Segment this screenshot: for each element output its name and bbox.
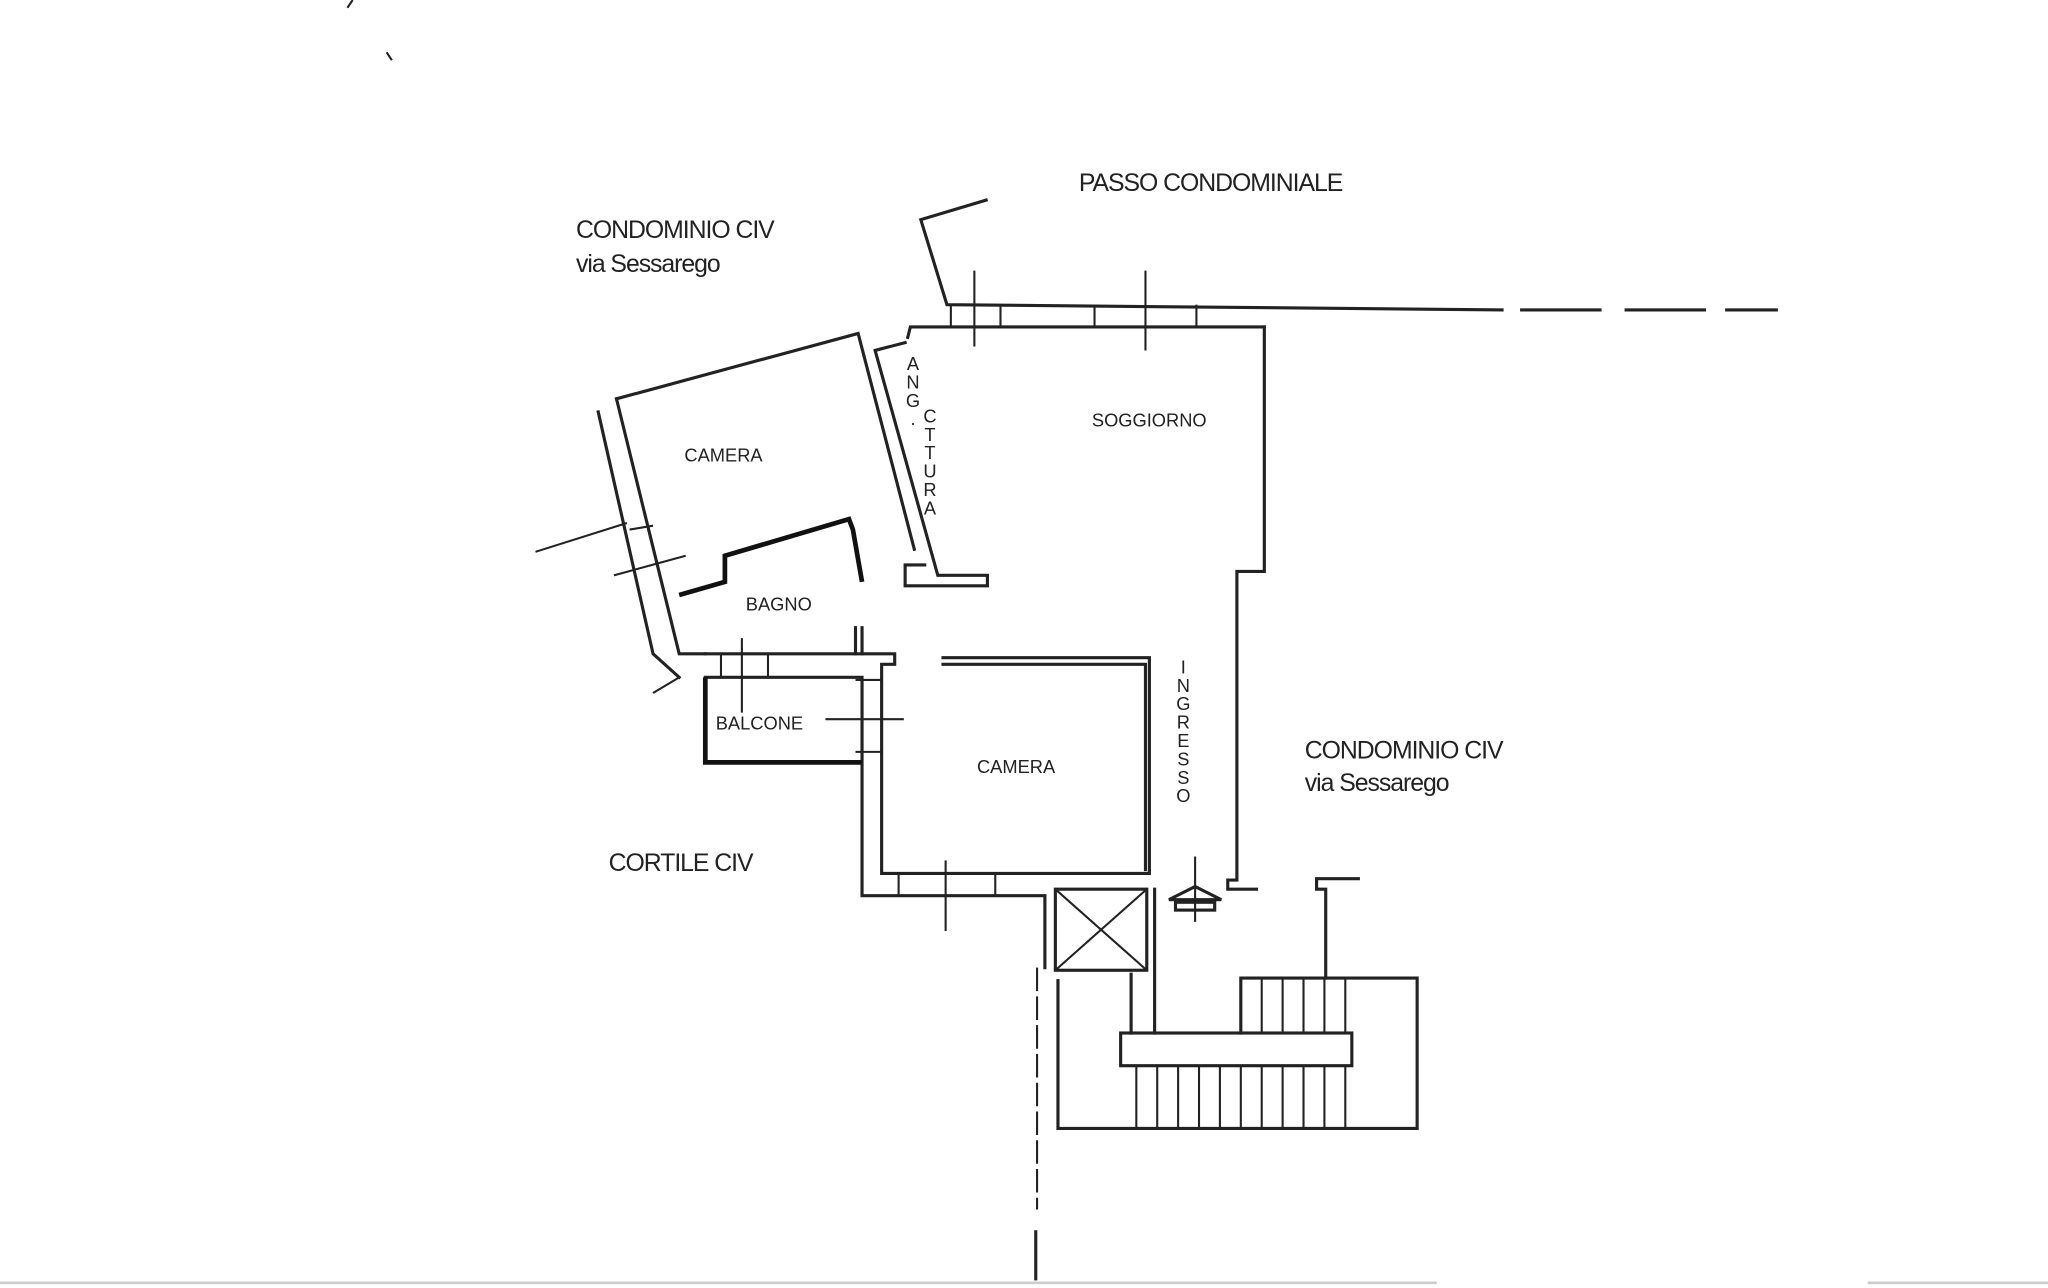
top-wall (905, 198, 1778, 351)
passo-label: PASSO CONDOMINIALE (1079, 170, 1343, 197)
upper-camera-walls (535, 331, 989, 680)
cortile-label: CORTILE CIV (609, 850, 754, 877)
via-right-label: via Sessarego (1305, 770, 1449, 797)
staircase (1056, 877, 1419, 1131)
via-top-label: via Sessarego (576, 251, 720, 278)
lower-walls (652, 626, 1151, 970)
room-camera-lower: CAMERA (977, 756, 1056, 777)
condominio-top-label: CONDOMINIO CIV (576, 217, 775, 244)
room-balcone: BALCONE (716, 713, 803, 734)
room-ang: ANG. (902, 353, 923, 427)
condominio-right-label: CONDOMINIO CIV (1305, 737, 1504, 764)
room-bagno: BAGNO (746, 594, 812, 615)
stray-mark (346, 0, 393, 61)
room-soggiorno: SOGGIORNO (1092, 409, 1207, 430)
room-cottura: CTTURA (919, 405, 940, 515)
room-camera-upper: CAMERA (684, 445, 763, 466)
lift-shaft (1053, 887, 1157, 1035)
room-ingresso: INGRESSO (1173, 656, 1194, 803)
entrance-symbol (1168, 856, 1222, 922)
right-wall (1226, 325, 1266, 891)
